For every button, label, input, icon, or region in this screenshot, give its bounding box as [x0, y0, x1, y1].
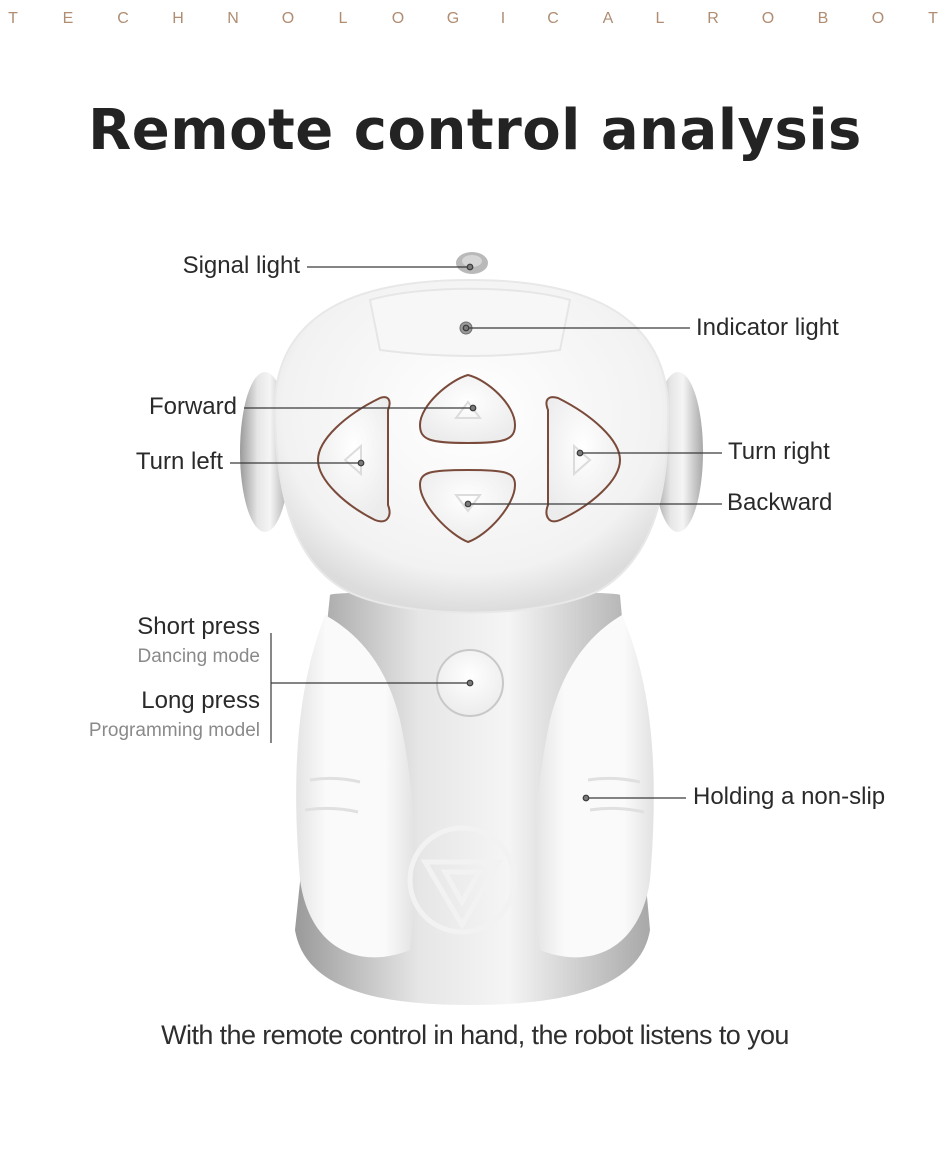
- dancing-mode-label: Dancing mode: [137, 646, 260, 667]
- tagline-letter: R: [707, 10, 719, 27]
- tagline-letter: L: [655, 10, 665, 27]
- tagline-letter: T: [8, 10, 18, 27]
- tagline-letter: C: [547, 10, 559, 27]
- logo-emblem: [407, 825, 517, 935]
- forward-label: Forward: [148, 393, 237, 420]
- tagline-letter: T: [928, 10, 938, 27]
- tagline-letter: O: [281, 10, 295, 27]
- tagline-letter: H: [172, 10, 184, 27]
- short-press-label: Short press: [137, 613, 260, 640]
- tagline-letter: I: [500, 10, 506, 27]
- indicator-light-label: Indicator light: [696, 314, 839, 341]
- tagline-letter: O: [871, 10, 885, 27]
- turn-right-button: [545, 396, 622, 523]
- signal-light: [456, 252, 488, 274]
- caption: With the remote control in hand, the rob…: [161, 1020, 789, 1050]
- backward-label: Backward: [727, 489, 833, 516]
- tagline-letter: N: [227, 10, 239, 27]
- holding-label: Holding a non-slip: [693, 783, 886, 810]
- tagline-letter: E: [62, 10, 74, 27]
- long-press-label: Long press: [141, 687, 260, 714]
- tagline-letter: O: [391, 10, 405, 27]
- tagline-letter: G: [446, 10, 460, 27]
- head-shell: [273, 278, 670, 614]
- tagline-letter: B: [817, 10, 829, 27]
- forward-button: [418, 373, 517, 445]
- turn-left-label: Turn left: [135, 448, 223, 475]
- page-title: Remote control analysis: [88, 98, 862, 163]
- tagline-letter: L: [338, 10, 348, 27]
- left-grip: [296, 615, 416, 958]
- turn-left-button: [316, 396, 391, 523]
- tagline: T E C H N O L O G I C A L R O B O T: [0, 10, 950, 34]
- tagline-letter: A: [602, 10, 614, 27]
- signal-light-label: Signal light: [182, 252, 300, 279]
- tagline-letter: O: [761, 10, 775, 27]
- turn-right-label: Turn right: [728, 438, 830, 465]
- right-grip: [534, 615, 654, 958]
- tagline-letter: C: [117, 10, 129, 27]
- programming-model-label: Programming model: [88, 720, 260, 741]
